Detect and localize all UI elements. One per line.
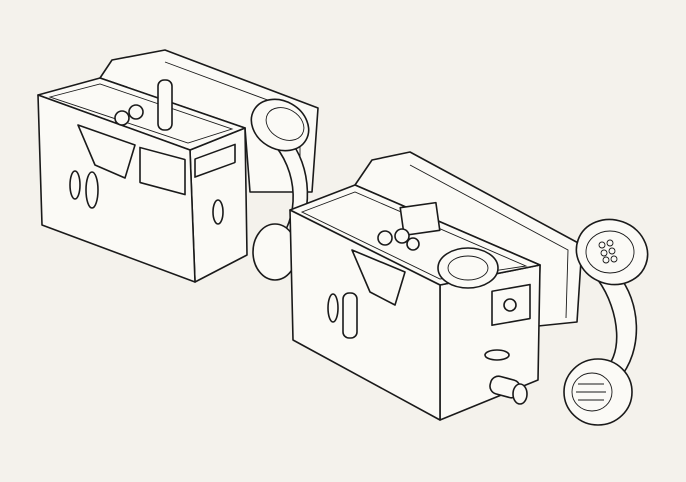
terminal-knob (114, 110, 130, 126)
earpiece-icon (575, 218, 649, 286)
label-plate (194, 143, 236, 178)
induction-coil (437, 247, 499, 289)
crank[interactable] (488, 374, 528, 405)
case-front-face (37, 94, 196, 283)
earpiece-cap (265, 107, 305, 141)
side-grip (85, 171, 99, 209)
field-telephone-right (289, 151, 649, 426)
side-grip (69, 170, 81, 200)
terminal-knob (377, 230, 393, 246)
earpiece-cap (585, 230, 635, 274)
handset-right (563, 218, 649, 426)
latch (484, 349, 510, 361)
side-grip (327, 293, 339, 323)
speaker-hood (77, 124, 136, 179)
side-vent (342, 292, 358, 339)
latch (212, 199, 224, 225)
terminal-knob (128, 104, 144, 120)
crank-knob[interactable] (512, 383, 528, 405)
field-telephone-left (37, 49, 319, 283)
mouthpiece-post (157, 79, 173, 131)
terminal-knob (394, 228, 410, 244)
switch-block (399, 201, 441, 237)
earpiece-holes-icon (598, 239, 618, 264)
mouthpiece-grille-icon (576, 383, 606, 401)
terminal-block (139, 146, 186, 196)
case-front-face (289, 209, 441, 421)
mouthpiece-cap (571, 372, 613, 412)
case-inner-opening (300, 191, 528, 280)
terminal-knob (406, 237, 420, 251)
induction-coil-inner (447, 255, 489, 281)
ground-screw (503, 298, 517, 312)
rear-compartment-rail (409, 164, 569, 319)
speaker-hood (351, 249, 406, 306)
case-inner-opening (48, 83, 234, 144)
